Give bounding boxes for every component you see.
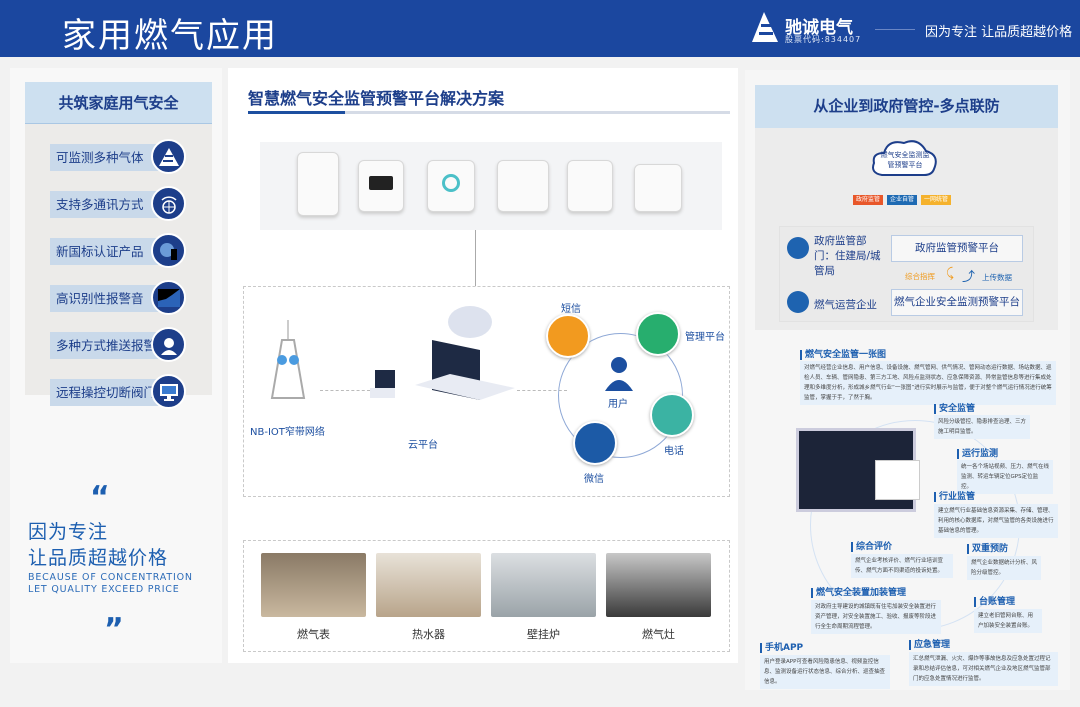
gas-detector-device xyxy=(427,160,475,212)
block-text: 燃气企业考核评价、燃气行业培训宣传、燃气方面不同渠道的投诉处置。 xyxy=(851,554,953,578)
header-slogan: 因为专注 让品质超越价格 xyxy=(925,25,1073,40)
header-bar xyxy=(0,0,1080,57)
close-quote-icon: ” xyxy=(104,612,124,647)
down-arrow-icon: ⤹ xyxy=(946,266,954,281)
scene-label: 燃气灶 xyxy=(642,628,675,641)
sms-icon xyxy=(546,314,590,358)
headset-user-icon xyxy=(151,327,186,362)
brand-name: 驰诚电气 xyxy=(785,18,853,38)
monitor-icon xyxy=(151,374,186,409)
block-text: 燃气企业数据统计分析、风险分级管控。 xyxy=(967,556,1041,580)
channel-label: 管理平台 xyxy=(685,332,725,343)
feature-item: 远程操控切断阀门 xyxy=(50,379,170,406)
phone-icon xyxy=(650,393,694,437)
feature-item: 多种方式推送报警 xyxy=(50,332,170,359)
gas-meter-photo xyxy=(261,553,366,617)
english-slogan: BECAUSE OF CONCENTRATION xyxy=(28,572,193,583)
sound-wave-icon xyxy=(151,280,186,315)
block-title: 燃气安全监管一张图 xyxy=(800,350,886,360)
gas-detector-device xyxy=(297,152,339,216)
cloud-platform-laptop-icon xyxy=(370,306,515,400)
dashboard-screen xyxy=(875,460,920,500)
block-title: 应急管理 xyxy=(909,640,950,650)
english-slogan: LET QUALITY EXCEED PRICE xyxy=(28,584,180,595)
cloud-label: 云平台 xyxy=(408,440,438,451)
application-scenes xyxy=(243,540,730,652)
block-text: 用户登录APP可查看风险隐患信息、视频监控信息、监测设备运行状态信息、综合分析、… xyxy=(760,655,890,689)
user-label: 用户 xyxy=(608,399,628,410)
enterprise-platform-box: 燃气企业安全监测预警平台 xyxy=(891,289,1023,316)
wechat-icon xyxy=(573,421,617,465)
command-label: 综合指挥 xyxy=(905,272,935,281)
scene-label: 燃气表 xyxy=(297,628,330,641)
enterprise-label: 燃气运营企业 xyxy=(814,299,877,311)
tag-badge: 一网统管 xyxy=(921,195,952,205)
water-heater-photo xyxy=(376,553,481,617)
open-quote-icon: “ xyxy=(90,480,110,515)
block-title: 运行监测 xyxy=(957,449,998,459)
network-label: NB-IOT窄带网络 xyxy=(250,427,325,438)
block-text: 汇总燃气泄漏、火灾、爆炸等事故信息及应急处置过程记录和总结评估信息，可对相关燃气… xyxy=(909,652,1058,686)
feature-item: 高识别性报警音 xyxy=(50,285,170,312)
right-heading: 从企业到政府管控-多点联防 xyxy=(755,85,1058,128)
scene-label: 热水器 xyxy=(412,628,445,641)
company-logo-icon xyxy=(752,12,778,42)
gas-detector-device xyxy=(634,164,682,212)
solution-title: 智慧燃气安全监管预警平台解决方案 xyxy=(248,89,505,108)
cloud-label: 燃气安全监测监管预警平台 xyxy=(880,151,930,169)
government-building-icon xyxy=(787,237,809,259)
channel-label: 微信 xyxy=(584,474,604,485)
channel-label: 电话 xyxy=(664,446,684,457)
block-text: 统一各个场站视频、压力、燃气在线监测、转运车辆定位GPS定位监控。 xyxy=(957,460,1053,494)
block-title: 安全监管 xyxy=(934,404,975,414)
upload-label: 上传数据 xyxy=(982,273,1012,282)
scene-label: 壁挂炉 xyxy=(527,628,560,641)
certified-globe-icon xyxy=(151,233,186,268)
divider xyxy=(875,29,915,30)
block-title: 台账管理 xyxy=(974,597,1015,607)
signal-tower-icon xyxy=(270,320,306,399)
block-title: 手机APP xyxy=(760,643,803,653)
stock-code: 股票代码:834407 xyxy=(785,35,862,44)
tag-badge: 企业自管 xyxy=(887,195,918,205)
page-title: 家用燃气应用 xyxy=(62,16,278,56)
gas-detector-device xyxy=(497,160,549,212)
block-text: 对燃气经营企业信息、用户信息、设备设施、燃气管网、供气情况、管网动态运行数据、场… xyxy=(800,361,1056,405)
up-arrow-icon: ⤴ xyxy=(962,270,976,285)
wall-boiler-photo xyxy=(491,553,596,617)
block-title: 双重预防 xyxy=(967,544,1008,554)
feature-item: 可监测多种气体 xyxy=(50,144,170,171)
connector-line xyxy=(320,390,370,391)
gas-stove-photo xyxy=(606,553,711,617)
channel-label: 短信 xyxy=(561,304,581,315)
factory-icon xyxy=(787,291,809,313)
block-title: 综合评价 xyxy=(851,542,892,552)
wireless-globe-icon xyxy=(151,186,186,221)
connector-line xyxy=(517,390,567,391)
pyramid-logo-icon xyxy=(151,139,186,174)
user-avatar-icon xyxy=(605,357,633,391)
feature-item: 新国标认证产品 xyxy=(50,238,170,265)
title-underline xyxy=(248,111,730,114)
feature-heading: 共筑家庭用气安全 xyxy=(25,82,212,124)
system-diagram xyxy=(243,286,730,497)
slogan-line: 因为专注 xyxy=(28,521,109,543)
gas-detector-device xyxy=(358,160,404,212)
gov-platform-box: 政府监管预警平台 xyxy=(891,235,1023,262)
block-text: 对政府主导建设的城镇既有住宅加装安全装置进行资产管理，对安全装置施工、验收、报废… xyxy=(811,600,941,634)
block-title: 行业监管 xyxy=(934,492,975,502)
management-platform-icon xyxy=(636,312,680,356)
block-title: 燃气安全装置加装管理 xyxy=(811,588,906,598)
title-underline-accent xyxy=(248,111,345,114)
gov-dept-label: 政府监管部门：住建局/城管局 xyxy=(814,235,881,277)
block-text: 建立老旧管网台账、用户加装安全装置台账。 xyxy=(974,609,1042,633)
cloud-outline-icon xyxy=(872,140,937,176)
block-text: 风险分级管控、隐患排查治理、三方施工明目监管。 xyxy=(934,415,1030,439)
feature-item: 支持多通讯方式 xyxy=(50,191,170,218)
slogan-line: 让品质超越价格 xyxy=(28,547,169,569)
gas-detector-device xyxy=(567,160,613,212)
block-text: 建立燃气行业基础信息资源采集、存储、管理、利用的核心数据库，对燃气监管的各类设施… xyxy=(934,504,1058,538)
connector-line xyxy=(475,230,476,286)
tag-badge: 政府监管 xyxy=(853,195,884,205)
